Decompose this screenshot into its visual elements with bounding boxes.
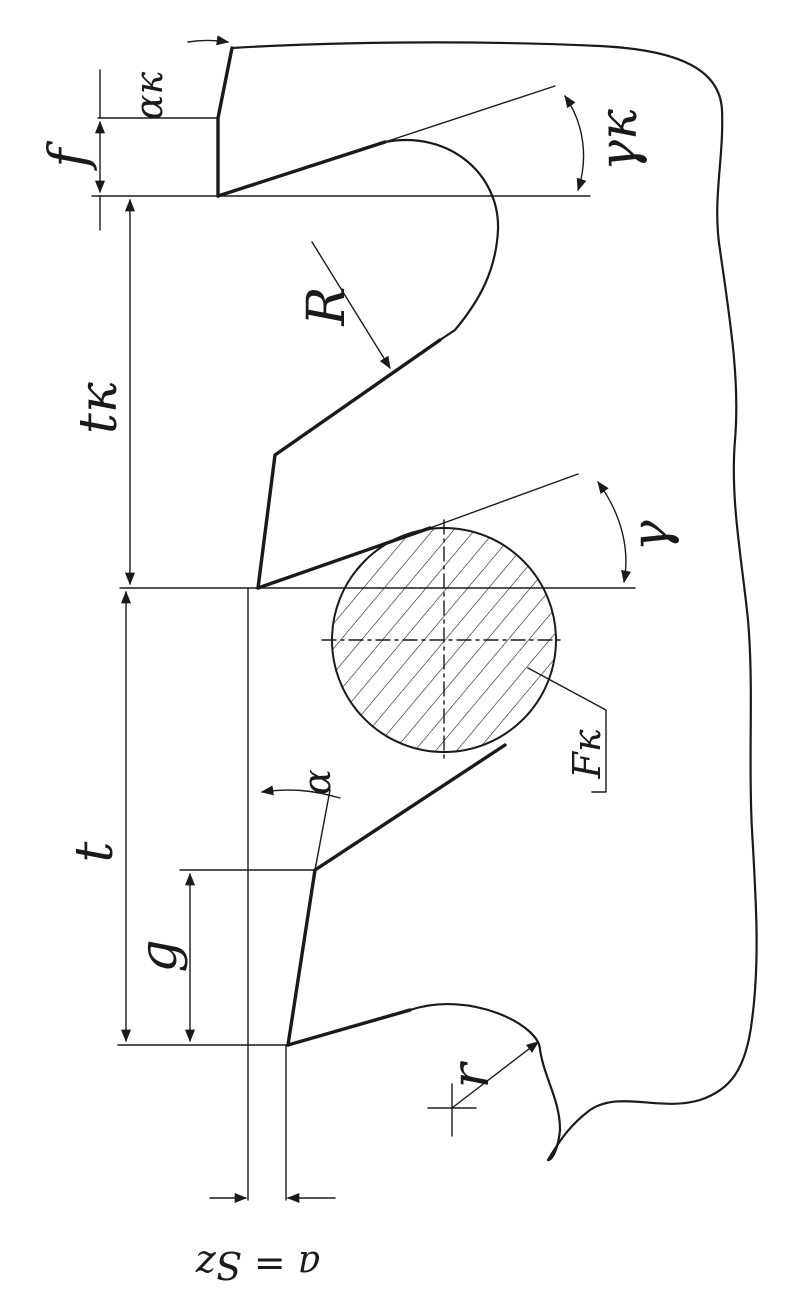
label-R: R <box>297 286 357 326</box>
second-tooth-back-edge <box>256 338 442 590</box>
top-chip-gullet-arc <box>383 139 500 342</box>
label-a-sz: a = Sz <box>195 1243 321 1287</box>
workpiece-break-line <box>230 41 758 1162</box>
label-F-k: Fк <box>565 729 609 779</box>
third-tooth-alpha-line <box>314 789 331 871</box>
label-r: r <box>441 1060 501 1088</box>
angle-arc-alpha-k <box>187 35 230 46</box>
top-tooth-rake-face <box>216 140 387 198</box>
leader-line-F-k <box>527 667 607 793</box>
top-tooth-back-edge <box>216 46 234 198</box>
label-t-k: tк <box>69 381 129 434</box>
angle-arc-gamma-k <box>564 94 587 192</box>
label-t: t <box>65 841 125 862</box>
label-g: g <box>129 939 189 972</box>
angle-arc-gamma <box>597 480 632 584</box>
label-gamma-k: γк <box>589 108 649 171</box>
radius-arrow-r <box>451 1041 539 1109</box>
label-gamma: γ <box>621 520 681 552</box>
label-alpha-k: αк <box>127 72 171 121</box>
third-tooth-gullet-edge <box>313 743 507 872</box>
label-alpha: α <box>295 769 339 795</box>
bottom-gullet-arc <box>408 1003 562 1162</box>
gamma-k-reference-line <box>384 85 556 143</box>
radius-arrow-R <box>311 241 391 370</box>
gamma-reference-line <box>429 473 579 529</box>
bottom-tooth-rake-face <box>286 1008 412 1047</box>
third-tooth-back-land <box>286 868 317 1047</box>
label-f: f <box>39 141 99 172</box>
angle-arc-alpha <box>260 785 341 799</box>
